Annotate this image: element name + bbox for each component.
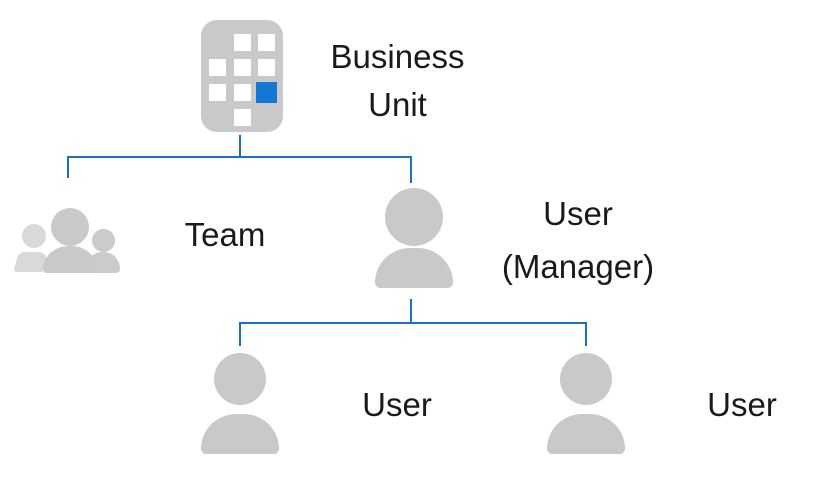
building-window xyxy=(234,109,251,126)
manager-label-line1: User xyxy=(543,195,613,232)
connector-drop-to-user-right xyxy=(585,322,587,346)
building-window xyxy=(234,34,251,51)
person-head xyxy=(560,353,612,405)
business-unit-label-line1: Business xyxy=(330,38,465,75)
connector-lower-horizontal xyxy=(239,322,587,324)
team-member-body xyxy=(43,246,97,273)
person-head xyxy=(214,353,266,405)
person-body xyxy=(547,414,625,454)
building-window xyxy=(258,59,275,76)
building-window xyxy=(209,84,226,101)
business-unit-label: Business Unit xyxy=(305,33,490,129)
user-right-label: User xyxy=(707,386,777,423)
building-window xyxy=(234,59,251,76)
person-icon-user-left xyxy=(201,353,279,454)
connector-business-unit-stub xyxy=(239,135,241,158)
connector-top-horizontal xyxy=(67,156,412,158)
person-icon-manager xyxy=(375,188,453,288)
manager-label-line2: (Manager) xyxy=(501,248,655,285)
connector-drop-to-manager xyxy=(410,156,412,183)
building-window xyxy=(258,34,275,51)
team-member-head xyxy=(22,224,46,248)
building-window xyxy=(209,59,226,76)
building-icon xyxy=(201,20,283,132)
connector-drop-to-user-left xyxy=(239,322,241,346)
team-member-head xyxy=(51,208,89,246)
building-window xyxy=(234,84,251,101)
person-head xyxy=(385,188,443,246)
person-body xyxy=(201,414,279,454)
team-label: Team xyxy=(184,216,266,253)
person-body xyxy=(375,248,453,288)
user-left-label: User xyxy=(362,386,432,423)
connector-drop-to-team xyxy=(67,156,69,178)
building-window-highlight xyxy=(256,82,277,103)
connector-manager-stub xyxy=(410,299,412,323)
person-icon-user-right xyxy=(547,353,625,454)
business-unit-label-line2: Unit xyxy=(368,86,427,123)
manager-label: User (Manager) xyxy=(478,187,678,293)
team-member-head xyxy=(92,229,115,252)
team-icon xyxy=(13,200,125,275)
